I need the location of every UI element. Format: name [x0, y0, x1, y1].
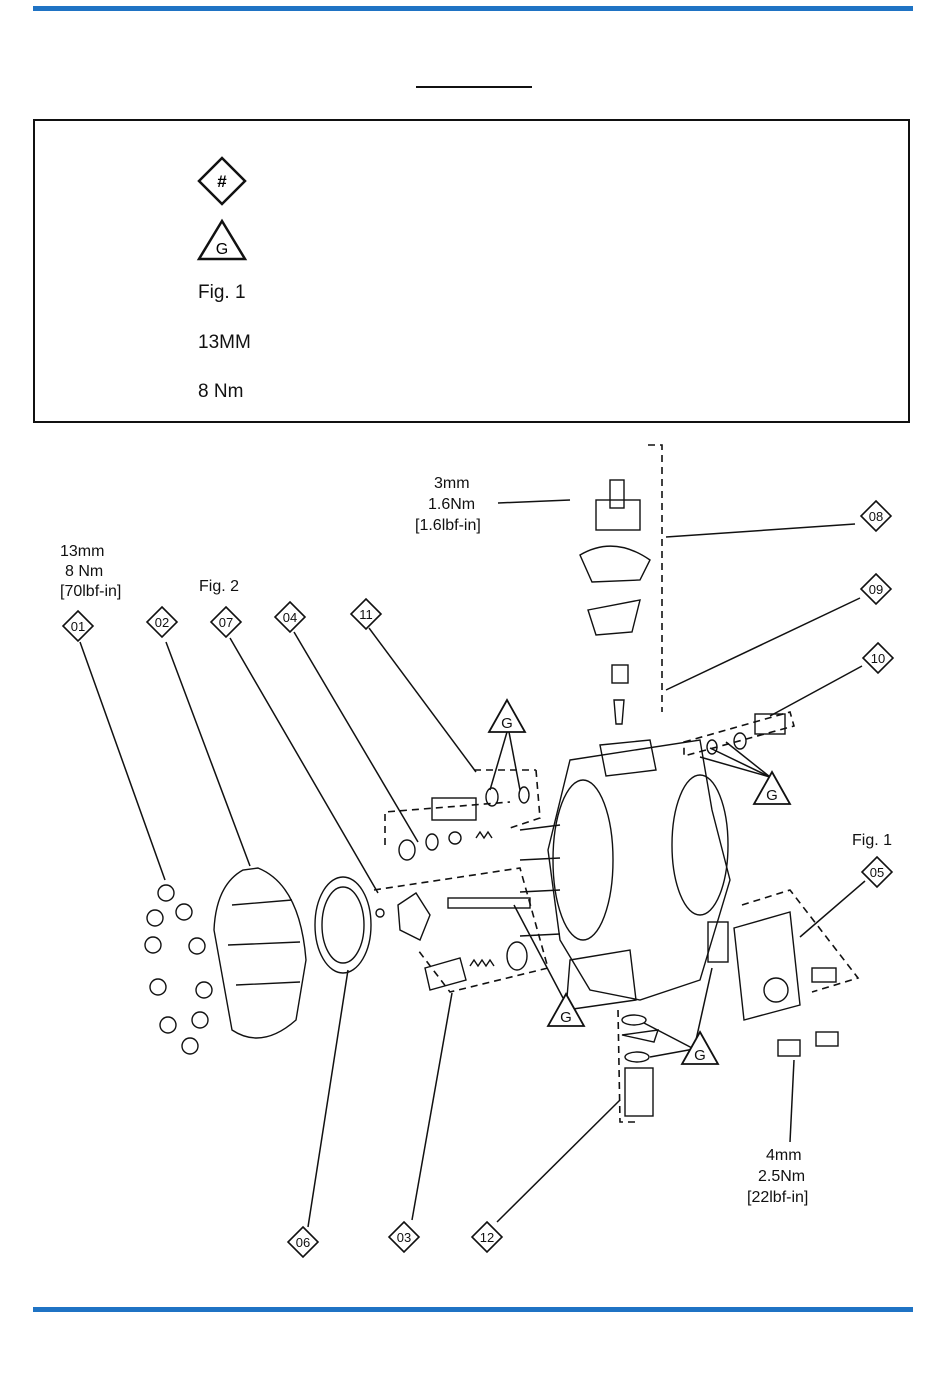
grease-triangle-icon: G	[754, 772, 790, 804]
svg-text:G: G	[501, 715, 513, 732]
callout-07: 07	[211, 607, 241, 637]
callout-label: 01	[71, 619, 85, 634]
grease-markers: G G G G	[489, 700, 790, 1064]
torque-05-line2: 2.5Nm	[758, 1168, 805, 1185]
torque-05-line3: [22lbf-in]	[747, 1189, 808, 1206]
callout-06: 06	[288, 1227, 318, 1257]
callout-05: 05	[862, 857, 892, 887]
callout-09: 09	[861, 574, 891, 604]
callout-label: 02	[155, 615, 169, 630]
torque-08-line3: [1.6lbf-in]	[415, 517, 481, 534]
annotation-labels: 13mm 8 Nm [70lbf-in] Fig. 2 3mm 1.6Nm [1…	[60, 475, 892, 1206]
callout-10: 10	[863, 643, 893, 673]
svg-text:G: G	[694, 1047, 706, 1064]
svg-text:G: G	[766, 787, 778, 804]
pump-parts	[145, 480, 838, 1116]
fig1-label: Fig. 1	[852, 832, 892, 849]
torque-08-line2: 1.6Nm	[428, 496, 475, 513]
callout-label: 07	[219, 615, 233, 630]
leader-lines	[80, 500, 865, 1227]
callout-08: 08	[861, 501, 891, 531]
grease-triangle-icon: G	[548, 994, 584, 1026]
callout-12: 12	[472, 1222, 502, 1252]
callout-label: 05	[870, 865, 884, 880]
callout-04: 04	[275, 602, 305, 632]
callout-03: 03	[389, 1222, 419, 1252]
callout-label: 04	[283, 610, 297, 625]
callout-label: 11	[359, 607, 373, 622]
bottom-rule	[33, 1307, 913, 1312]
svg-text:G: G	[560, 1009, 572, 1026]
callout-02: 02	[147, 607, 177, 637]
callout-diamonds: 01 02 07 04 11 05 06 08 03 09 10 12	[63, 501, 893, 1257]
callout-label: 12	[480, 1230, 494, 1245]
callout-label: 03	[397, 1230, 411, 1245]
fig2-label: Fig. 2	[199, 578, 239, 595]
torque-05-line1: 4mm	[766, 1147, 802, 1164]
torque-01-line3: [70lbf-in]	[60, 583, 121, 600]
torque-01-line1: 13mm	[60, 543, 104, 560]
callout-01: 01	[63, 611, 93, 641]
callout-label: 10	[871, 651, 885, 666]
torque-01-line2: 8 Nm	[65, 563, 103, 580]
cap-nuts	[145, 885, 212, 1054]
callout-label: 09	[869, 582, 883, 597]
grease-triangle-icon: G	[489, 700, 525, 732]
torque-08-line1: 3mm	[434, 475, 470, 492]
grease-triangle-icon: G	[682, 1032, 718, 1064]
callout-label: 08	[869, 509, 883, 524]
callout-11: 11	[351, 599, 381, 629]
callout-label: 06	[296, 1235, 310, 1250]
